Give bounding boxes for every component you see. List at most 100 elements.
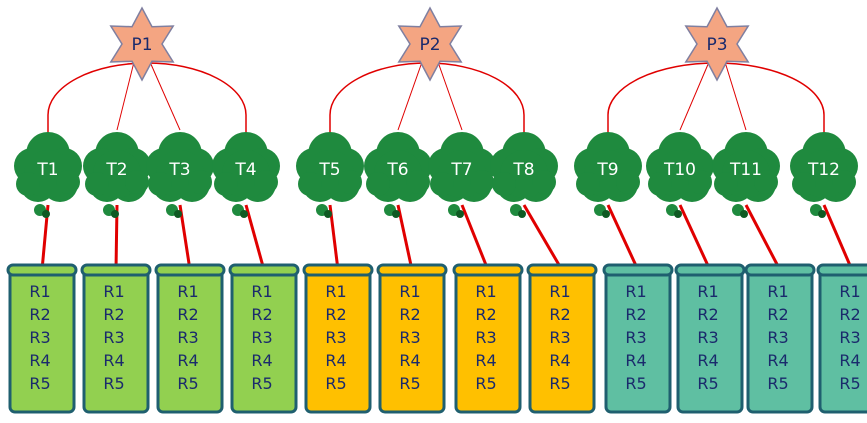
record-label: R4	[177, 351, 198, 370]
record-label: R2	[29, 305, 50, 324]
record-label: R3	[325, 328, 346, 347]
tree-scroll-link	[522, 204, 564, 271]
record-label: R2	[177, 305, 198, 324]
record-label: R1	[177, 282, 198, 301]
record-label: R4	[549, 351, 570, 370]
tree-label: T1	[36, 160, 58, 180]
record-label: R2	[103, 305, 124, 324]
record-label: R5	[767, 374, 788, 393]
tree-label: T4	[234, 160, 256, 180]
star-label: P2	[419, 35, 440, 55]
star-label: P1	[131, 35, 152, 55]
record-label: R3	[475, 328, 496, 347]
record-label: R5	[475, 374, 496, 393]
tree-scroll-link	[244, 204, 266, 271]
record-label: R3	[251, 328, 272, 347]
record-label: R2	[767, 305, 788, 324]
record-label: R2	[251, 305, 272, 324]
star-label: P3	[706, 35, 727, 55]
tree-scroll-link	[744, 204, 782, 271]
star-tree-link	[149, 61, 181, 131]
record-label: R5	[625, 374, 646, 393]
tree-node: T11	[712, 132, 780, 218]
record-label: R4	[697, 351, 718, 370]
star-tree-link	[397, 61, 423, 131]
record-label: R1	[697, 282, 718, 301]
tree-scroll-link	[822, 204, 854, 271]
record-label: R2	[697, 305, 718, 324]
tree-node: T10	[646, 132, 714, 218]
record-label: R3	[625, 328, 646, 347]
record-label: R5	[251, 374, 272, 393]
tree-scroll-link	[396, 204, 414, 271]
tree-label: T6	[386, 160, 408, 180]
record-label: R1	[767, 282, 788, 301]
record-label: R1	[399, 282, 420, 301]
record-label: R5	[549, 374, 570, 393]
record-label: R4	[625, 351, 646, 370]
record-label: R3	[697, 328, 718, 347]
record-label: R5	[325, 374, 346, 393]
star-node: P2	[397, 6, 463, 82]
record-label: R3	[177, 328, 198, 347]
record-label: R3	[549, 328, 570, 347]
record-label: R2	[325, 305, 346, 324]
tree-label: T9	[596, 160, 618, 180]
star-node: P3	[684, 6, 750, 82]
record-label: R2	[839, 305, 860, 324]
star-tree-link	[116, 61, 135, 131]
record-label: R1	[625, 282, 646, 301]
record-label: R4	[325, 351, 346, 370]
record-label: R1	[475, 282, 496, 301]
record-label: R5	[29, 374, 50, 393]
tree-node: T12	[790, 132, 858, 218]
record-label: R4	[103, 351, 124, 370]
record-label: R3	[399, 328, 420, 347]
record-label: R2	[625, 305, 646, 324]
record-label: R1	[549, 282, 570, 301]
record-label: R4	[29, 351, 50, 370]
tree-node: T8	[490, 132, 558, 218]
tree-node: T2	[83, 132, 151, 218]
tree-scroll-link	[178, 204, 192, 271]
record-label: R4	[767, 351, 788, 370]
tree-label: T11	[729, 160, 762, 180]
record-label: R4	[251, 351, 272, 370]
record-label: R2	[475, 305, 496, 324]
tree-node: T4	[212, 132, 280, 218]
record-label: R3	[767, 328, 788, 347]
star-tree-link	[679, 61, 710, 131]
record-label: R3	[839, 328, 860, 347]
record-label: R5	[399, 374, 420, 393]
scrolls-layer: R1R2R3R4R5R1R2R3R4R5R1R2R3R4R5R1R2R3R4R5…	[6, 263, 867, 414]
record-label: R1	[325, 282, 346, 301]
record-label: R4	[839, 351, 860, 370]
tree-scroll-link	[678, 204, 712, 271]
record-label: R5	[697, 374, 718, 393]
tree-label: T10	[663, 160, 696, 180]
star-tree-link	[437, 61, 463, 131]
tree-label: T12	[807, 160, 840, 180]
star-arc-link	[47, 62, 247, 140]
record-label: R3	[29, 328, 50, 347]
record-label: R1	[103, 282, 124, 301]
star-node: P1	[109, 6, 175, 82]
record-label: R5	[103, 374, 124, 393]
tree-node: T1	[14, 132, 82, 218]
record-label: R2	[399, 305, 420, 324]
tree-node: T5	[296, 132, 364, 218]
tree-label: T2	[105, 160, 127, 180]
record-label: R5	[177, 374, 198, 393]
record-label: R3	[103, 328, 124, 347]
tree-scroll-link	[460, 204, 490, 271]
